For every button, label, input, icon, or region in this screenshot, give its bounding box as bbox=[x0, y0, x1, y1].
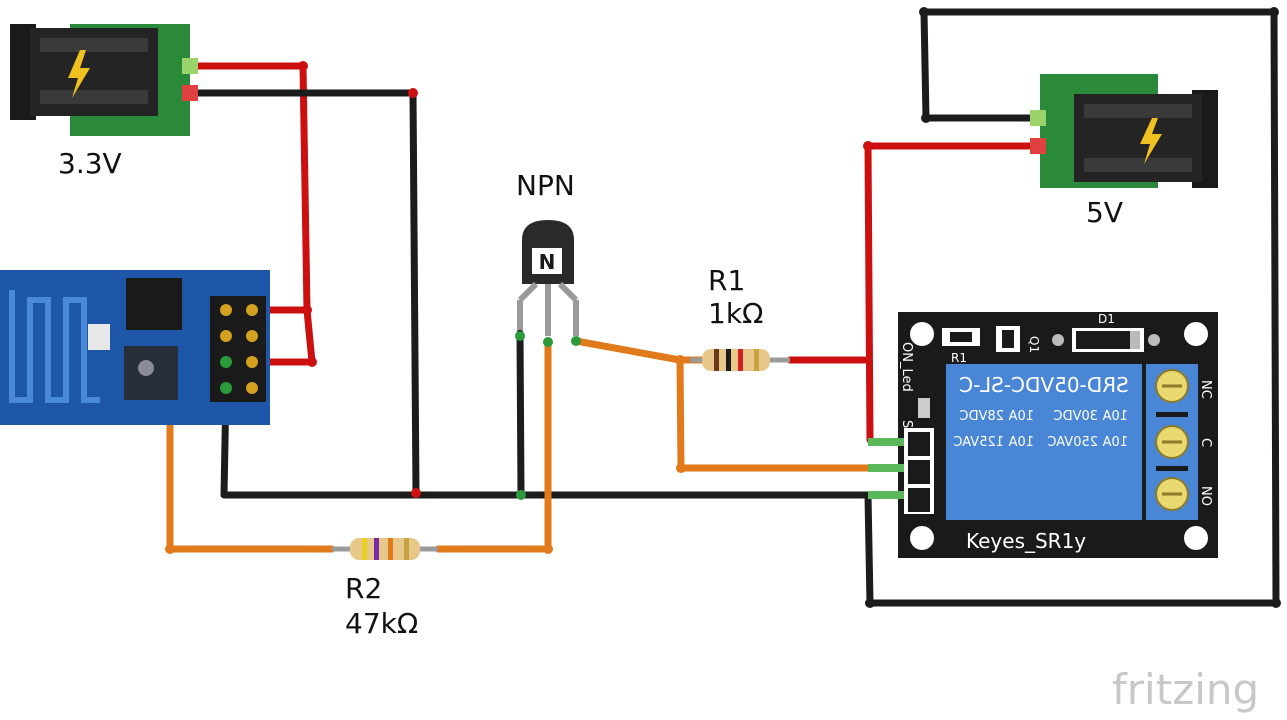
rating-row2-a: 10A bbox=[1102, 435, 1128, 450]
rating-row1-b: 30VDC bbox=[1053, 409, 1098, 424]
jack-pin-neg bbox=[182, 85, 198, 101]
r2-name-label: R2 bbox=[345, 572, 382, 605]
transistor-label: NPN bbox=[516, 169, 575, 202]
rating-row2-d: 125VAC bbox=[953, 435, 1004, 450]
screw-terminal-nc bbox=[1155, 369, 1189, 403]
esp01-module bbox=[0, 270, 270, 425]
flash-chip bbox=[126, 278, 182, 330]
r2-value-label: 47kΩ bbox=[345, 607, 418, 640]
supply-3v3-label: 3.3V bbox=[58, 147, 122, 180]
mount-hole bbox=[910, 526, 934, 550]
relay-module: R1 Q1 D1 ON_Led S SRD-05VDC-SL-C 10A 30V… bbox=[868, 312, 1218, 558]
dc-jack-5v bbox=[1030, 74, 1218, 188]
relay-r1-label: R1 bbox=[951, 351, 967, 365]
onboard-led bbox=[918, 398, 930, 418]
mount-hole bbox=[910, 322, 934, 346]
resistor-r1 bbox=[690, 349, 790, 371]
bolt-icon bbox=[1140, 118, 1162, 164]
terminal-no-label: NO bbox=[1198, 486, 1213, 506]
relay-name-label: Keyes_SR1y bbox=[966, 529, 1086, 553]
supply-5v-label: 5V bbox=[1086, 196, 1123, 229]
r1-value-label: 1kΩ bbox=[708, 297, 763, 330]
wire-r2-to-base bbox=[434, 338, 552, 553]
wire-3v3-power bbox=[194, 62, 311, 314]
terminal-c-label: C bbox=[1198, 438, 1213, 447]
screw-terminal-c bbox=[1155, 425, 1189, 459]
r1-name-label: R1 bbox=[708, 264, 745, 297]
wire-nodes bbox=[165, 7, 1281, 608]
jack-pin-pos bbox=[1030, 110, 1046, 126]
npn-transistor: N bbox=[517, 220, 579, 336]
wire-npn-emitter bbox=[516, 329, 525, 499]
rating-row1-d: 28VDC bbox=[959, 409, 1004, 424]
jack-pin-pos bbox=[182, 58, 198, 74]
rating-row1-c: 10A bbox=[1008, 409, 1034, 424]
resistor-r2 bbox=[332, 538, 438, 560]
terminal-nc-label: NC bbox=[1198, 380, 1213, 399]
antenna-trace bbox=[9, 290, 100, 403]
dc-jack-3v3 bbox=[10, 24, 198, 136]
bolt-icon bbox=[68, 50, 90, 98]
mount-hole bbox=[1184, 322, 1208, 346]
resistor-body bbox=[702, 349, 770, 371]
svg-text:N: N bbox=[539, 250, 556, 274]
esp-logo-icon bbox=[138, 360, 154, 376]
transistor-marking bbox=[532, 248, 562, 274]
relay-model-text: SRD-05VDC-SL-C bbox=[959, 373, 1129, 397]
screw-terminal-no bbox=[1155, 477, 1189, 511]
esp-led bbox=[88, 324, 110, 350]
resistor-body bbox=[350, 538, 420, 560]
jack-pin-neg bbox=[1030, 138, 1046, 154]
mount-hole bbox=[1184, 526, 1208, 550]
relay-d1-label: D1 bbox=[1098, 312, 1115, 326]
relay-q1-label: Q1 bbox=[1027, 336, 1041, 353]
relay-s-label: S bbox=[899, 420, 914, 428]
rating-row2-b: 250VAC bbox=[1047, 435, 1098, 450]
rating-row1-a: 10A bbox=[1102, 409, 1128, 424]
wire-r1-to-signal bbox=[676, 356, 874, 472]
relay-body bbox=[946, 364, 1142, 520]
fritzing-watermark: fritzing bbox=[1112, 665, 1259, 714]
relay-onled-label: ON_Led bbox=[899, 342, 914, 392]
rating-row2-c: 10A bbox=[1008, 435, 1034, 450]
